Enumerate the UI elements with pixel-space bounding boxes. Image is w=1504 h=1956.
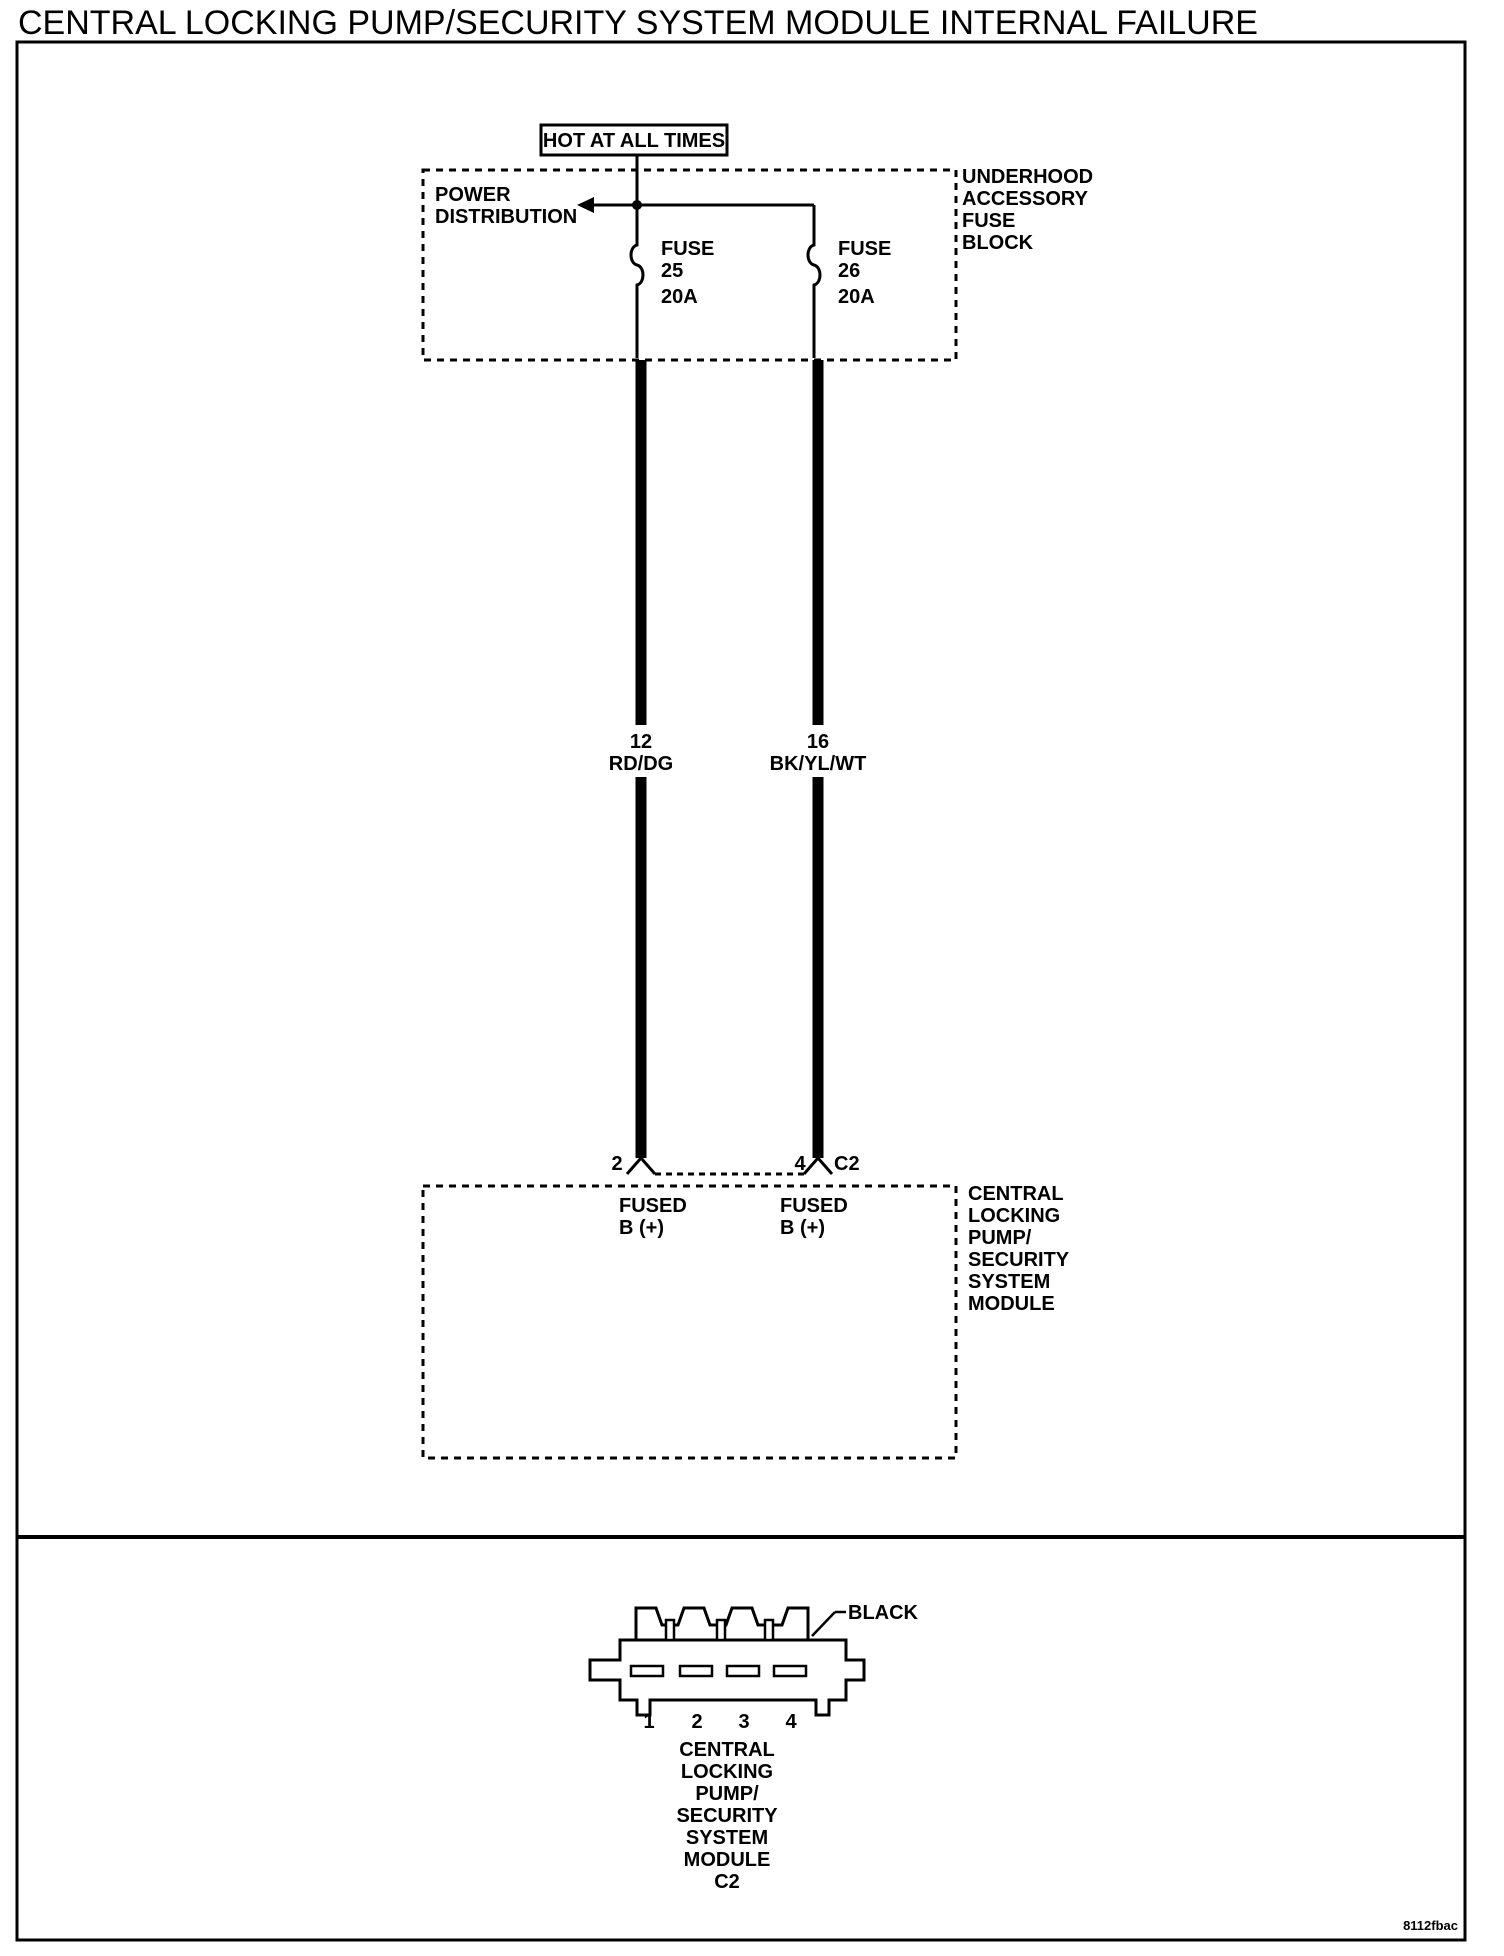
wire-bk-yl-wt-gauge: 16 <box>807 731 829 753</box>
pin-number: 3 <box>738 1711 749 1733</box>
fuse-block-name-line: ACCESSORY <box>962 188 1089 210</box>
diagram-title: CENTRAL LOCKING PUMP/SECURITY SYSTEM MOD… <box>18 4 1258 42</box>
module-name-line: SYSTEM <box>968 1271 1050 1293</box>
pin-4-function: FUSED <box>780 1195 848 1217</box>
module-outline <box>421 1184 958 1460</box>
connector-caption-line: SYSTEM <box>686 1827 768 1849</box>
power-distribution-arrow-icon <box>577 197 594 213</box>
pin-2-function: B (+) <box>619 1217 664 1239</box>
connector-caption-line: CENTRAL <box>679 1739 775 1761</box>
fuse-25: FUSE 25 20A <box>629 205 714 358</box>
pin-4-connector-symbol <box>802 1155 834 1175</box>
power-distribution-label: POWER <box>435 184 511 206</box>
connector-view: 1 2 3 4 BLACK <box>588 1602 919 1733</box>
pin-2-connector-symbol <box>625 1155 657 1175</box>
pin-number: 1 <box>643 1711 654 1733</box>
fuse-25-symbol <box>629 205 645 358</box>
pin-number: 2 <box>691 1711 702 1733</box>
fuse-block-outline <box>421 168 958 362</box>
fuse-26-rating: 20A <box>838 286 875 308</box>
module-name-line: CENTRAL <box>968 1183 1064 1205</box>
connector-caption-line: LOCKING <box>681 1761 773 1783</box>
outer-frame <box>15 40 1467 1942</box>
terminal-cavity <box>725 1664 761 1678</box>
wire-bk-yl-wt: 16 BK/YL/WT 4 C2 <box>770 360 867 1175</box>
connector-caption-line: C2 <box>714 1871 740 1893</box>
latch-slot <box>763 1618 775 1642</box>
pin-4-function: B (+) <box>780 1217 825 1239</box>
wire-rd-dg-gauge: 12 <box>630 731 652 753</box>
fuse-block-name-line: UNDERHOOD <box>962 166 1093 188</box>
latch-slot <box>715 1618 727 1642</box>
fuse-26: FUSE 26 20A <box>806 205 891 358</box>
module-name-line: PUMP/ <box>968 1227 1032 1249</box>
module-name-line: MODULE <box>968 1293 1055 1315</box>
color-leader-line <box>811 1611 836 1637</box>
terminal-cavity <box>629 1664 665 1678</box>
fuse-26-symbol <box>806 205 822 358</box>
connector-caption: CENTRAL LOCKING PUMP/ SECURITY SYSTEM MO… <box>676 1739 778 1893</box>
wire-bk-yl-wt-pin: 4 <box>794 1153 806 1175</box>
connector-caption-line: PUMP/ <box>695 1783 759 1805</box>
fuse-block-name-line: BLOCK <box>962 232 1034 254</box>
wire-rd-dg: 12 RD/DG 2 <box>609 360 673 1175</box>
fuse-26-label: FUSE <box>838 238 891 260</box>
module-name-line: SECURITY <box>968 1249 1070 1271</box>
terminal-cavity <box>678 1664 714 1678</box>
hot-at-all-times-box <box>539 123 729 157</box>
connector-caption-line: MODULE <box>684 1849 771 1871</box>
fuse-26-number: 26 <box>838 260 860 282</box>
figure-id: 8112fbac <box>1403 1918 1458 1933</box>
power-distribution-label: DISTRIBUTION <box>435 206 577 228</box>
module-connector-label: C2 <box>834 1153 860 1175</box>
connector-caption-line: SECURITY <box>676 1805 778 1827</box>
connector-color-label: BLACK <box>848 1602 919 1624</box>
wire-rd-dg-pin: 2 <box>611 1153 622 1175</box>
fuse-25-label: FUSE <box>661 238 714 260</box>
pin-number: 4 <box>785 1711 797 1733</box>
fuse-25-rating: 20A <box>661 286 698 308</box>
pin-2-function: FUSED <box>619 1195 687 1217</box>
fuse-block-name: UNDERHOOD ACCESSORY FUSE BLOCK <box>962 166 1093 254</box>
latch-slot <box>664 1618 676 1642</box>
wire-bk-yl-wt-color: BK/YL/WT <box>770 753 867 775</box>
wire-rd-dg-color: RD/DG <box>609 753 673 775</box>
hot-at-all-times-label: HOT AT ALL TIMES <box>543 130 725 152</box>
fuse-block-name-line: FUSE <box>962 210 1015 232</box>
terminal-cavity <box>772 1664 808 1678</box>
module-name: CENTRAL LOCKING PUMP/ SECURITY SYSTEM MO… <box>968 1183 1070 1315</box>
fuse-25-number: 25 <box>661 260 683 282</box>
module-name-line: LOCKING <box>968 1205 1060 1227</box>
